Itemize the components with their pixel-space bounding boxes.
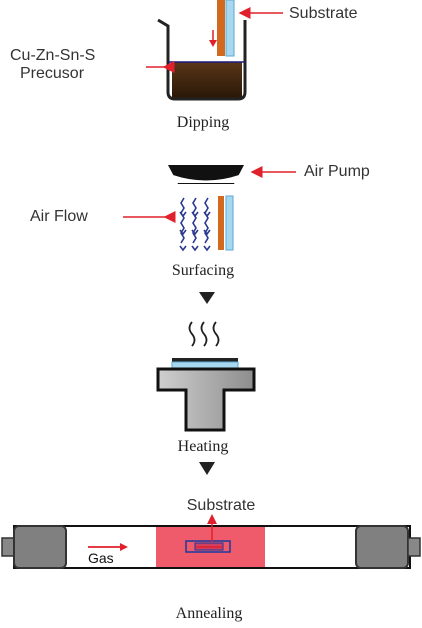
- dipping-stage: Substrate Cu-Zn-Sn-S Precusor Dipping: [10, 0, 358, 131]
- end-cap-right: [355, 525, 421, 569]
- substrate-label: Substrate: [289, 5, 358, 22]
- down-arrow-icon: [199, 462, 215, 475]
- heater-icon: [156, 367, 256, 432]
- heating-stage: Heating: [156, 321, 256, 455]
- precursor-label-line2: Precusor: [20, 65, 85, 82]
- heating-label: Heating: [178, 438, 229, 455]
- dipping-label: Dipping: [177, 114, 229, 131]
- end-cap-left: [1, 525, 67, 569]
- tube-furnace: Gas: [1, 514, 421, 569]
- surfacing-label: Surfacing: [172, 262, 234, 279]
- air-pump-icon: [168, 165, 244, 184]
- heat-waves-icon: [188, 321, 220, 347]
- substrate-label: Substrate: [187, 497, 256, 514]
- surfacing-stage: Air Pump Air Flow Surfacing: [30, 163, 370, 279]
- gas-arrow-head: [120, 543, 128, 551]
- down-arrow-icon: [199, 292, 215, 304]
- annealing-label: Annealing: [176, 605, 243, 622]
- beaker-icon: [157, 18, 247, 101]
- substrate-icon: [171, 358, 239, 369]
- air-pump-label: Air Pump: [304, 163, 370, 180]
- air-flow-label: Air Flow: [30, 208, 88, 225]
- gas-label: Gas: [88, 550, 114, 566]
- substrate-icon: [209, 0, 235, 57]
- substrate-pointer-head: [207, 514, 217, 524]
- air-flow-icon: [179, 197, 211, 252]
- substrate-icon: [185, 540, 231, 553]
- substrate-icon: [218, 195, 234, 251]
- annealing-stage: Substrate: [1, 497, 421, 622]
- precursor-label-line1: Cu-Zn-Sn-S: [10, 47, 95, 64]
